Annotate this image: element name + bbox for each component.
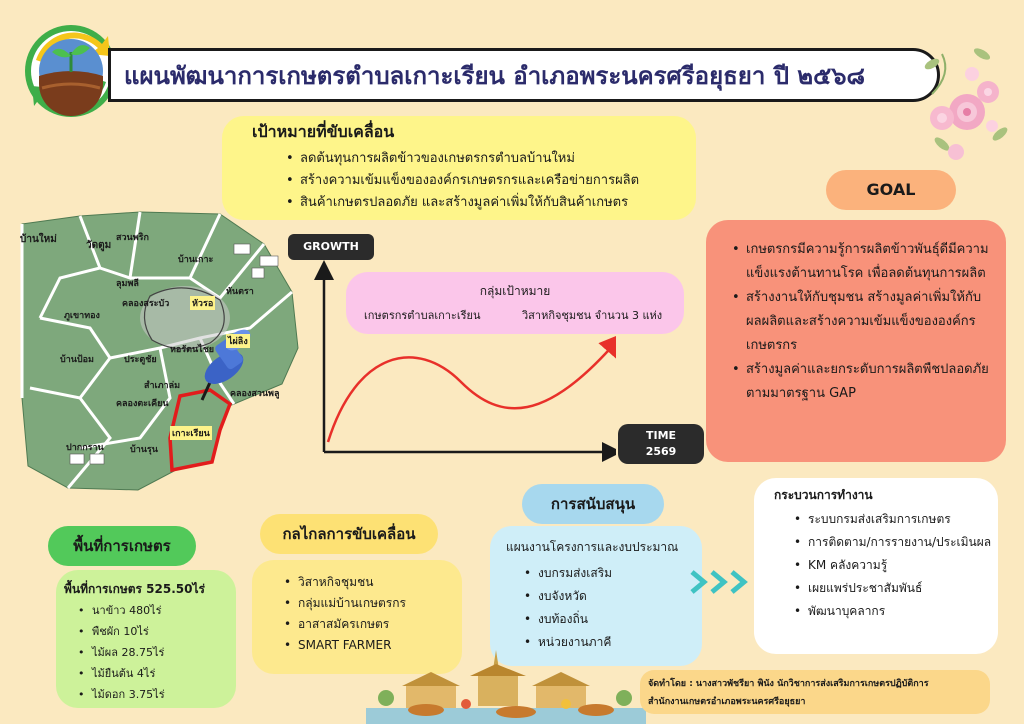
goal-item: สร้างงานให้กับชุมชน สร้างมูลค่าเพิ่มให้ก…	[730, 286, 994, 358]
map-label: ปากกราน	[66, 443, 104, 453]
support-item: งบจังหวัด	[522, 585, 612, 608]
map-label: บ้านเกาะ	[178, 255, 214, 265]
mechanism-card: วิสาหกิจชุมชน กลุ่มแม่บ้านเกษตรกร อาสาสม…	[252, 560, 462, 674]
chevron-arrows-icon	[690, 570, 748, 594]
mechanism-tag: กลไกลการขับเคลื่อน	[260, 514, 438, 554]
credit-line: สำนักงานเกษตรอำเภอพระนครศรีอยุธยา	[648, 697, 806, 707]
area-item: ไม้ผล 28.75ไร่	[76, 642, 165, 663]
process-item: KM คลังความรู้	[792, 554, 992, 577]
map-label: หัวรอ	[190, 296, 216, 310]
page-title: แผนพัฒนาการเกษตรตำบลเกาะเรียน อำเภอพระนค…	[124, 62, 866, 90]
map-label: บ้านใหม่	[20, 234, 57, 245]
process-card: กระบวนการทำงาน ระบบกรมส่งเสริมการเกษตร ก…	[754, 478, 998, 654]
process-item: การติดตาม/การรายงาน/ประเมินผล	[792, 531, 992, 554]
process-heading: กระบวนการทำงาน	[774, 488, 873, 502]
drivers-card: เป้าหมายที่ขับเคลื่อน ลดต้นทุนการผลิตข้า…	[222, 116, 696, 220]
map-label: หันตรา	[226, 287, 254, 297]
goal-item: สร้างมูลค่าและยกระดับการผลิตพืชปลอดภัยตา…	[730, 358, 994, 406]
goal-item: เกษตรกรมีความรู้การผลิตข้าวพันธุ์ดีมีควา…	[730, 238, 994, 286]
area-card: พื้นที่การเกษตร 525.50ไร่ นาข้าว 480ไร่ …	[56, 570, 236, 708]
process-item: เผยแพร่ประชาสัมพันธ์	[792, 577, 992, 600]
time-label: TIME	[645, 429, 677, 442]
support-card: แผนงานโครงการและงบประมาณ งบกรมส่งเสริม ง…	[490, 526, 702, 666]
driver-item: สินค้าเกษตรปลอดภัย และสร้างมูลค่าเพิ่มให…	[284, 192, 639, 214]
goal-tag: GOAL	[826, 170, 956, 210]
mechanism-item: SMART FARMER	[282, 635, 406, 656]
credit-box: จัดทำโดย : นางสาวพัชรียา พินัง นักวิชากา…	[640, 670, 990, 714]
growth-tag: GROWTH	[288, 234, 374, 260]
mechanism-item: วิสาหกิจชุมชน	[282, 572, 406, 593]
time-tag: TIME 2569	[618, 424, 704, 464]
growth-curve	[326, 332, 616, 443]
target-card: กลุ่มเป้าหมาย เกษตรกรตำบลเกาะเรียน วิสาห…	[346, 272, 684, 334]
process-item: ระบบกรมส่งเสริมการเกษตร	[792, 508, 992, 531]
map-label: สวนพริก	[116, 233, 149, 243]
logo-sprout-icon	[25, 25, 117, 117]
map-label: บ้านรุน	[130, 445, 158, 455]
target-item: วิสาหกิจชุมชน จำนวน 3 แห่ง	[522, 309, 663, 322]
thai-market-illustration	[366, 650, 646, 724]
map-label: วัดตูม	[86, 240, 112, 251]
target-title: กลุ่มเป้าหมาย	[479, 284, 551, 298]
area-tag: พื้นที่การเกษตร	[48, 526, 196, 566]
map-label: สำเภาล่ม	[144, 381, 181, 391]
driver-item: ลดต้นทุนการผลิตข้าวของเกษตรกรตำบลบ้านใหม…	[284, 148, 639, 170]
support-item: งบท้องถิ่น	[522, 608, 612, 631]
support-item: งบกรมส่งเสริม	[522, 562, 612, 585]
process-item: พัฒนาบุคลากร	[792, 600, 992, 623]
area-item: นาข้าว 480ไร่	[76, 600, 165, 621]
map-label: คลองตะเคียน	[116, 399, 169, 409]
map-label: คลองสวนพลู	[230, 389, 280, 399]
growth-chart	[314, 260, 616, 462]
area-heading: พื้นที่การเกษตร 525.50ไร่	[64, 582, 205, 596]
support-heading: แผนงานโครงการและงบประมาณ	[506, 540, 679, 554]
driver-item: สร้างความเข้มแข็งขององค์กรเกษตรกรและเครื…	[284, 170, 639, 192]
map-label: ประตูชัย	[124, 355, 157, 365]
time-year: 2569	[645, 445, 677, 458]
mechanism-item: อาสาสมัครเกษตร	[282, 614, 406, 635]
map-label-highlight: เกาะเรียน	[170, 426, 212, 440]
support-tag: การสนับสนุน	[522, 484, 664, 524]
map-label: ไผ่ลิง	[226, 334, 250, 348]
target-item: เกษตรกรตำบลเกาะเรียน	[364, 309, 481, 322]
flower-bouquet-icon	[924, 48, 1008, 160]
drivers-heading: เป้าหมายที่ขับเคลื่อน	[252, 122, 395, 141]
map-label: ลุมพลี	[116, 279, 139, 289]
map-label: บ้านป้อม	[60, 355, 94, 365]
mechanism-item: กลุ่มแม่บ้านเกษตรกร	[282, 593, 406, 614]
credit-line: จัดทำโดย : นางสาวพัชรียา พินัง นักวิชากา…	[648, 679, 929, 689]
title-bar	[108, 48, 940, 102]
district-map: บ้านใหม่ วัดตูม สวนพริก บ้านเกาะ ลุมพลี …	[20, 208, 306, 494]
map-label: หอรัตนไชย	[170, 345, 215, 355]
map-label: คลองสระบัว	[122, 299, 170, 309]
support-item: หน่วยงานภาคี	[522, 631, 612, 654]
map-label: ภูเขาทอง	[64, 311, 100, 321]
area-item: ไม้ยืนต้น 4ไร่	[76, 663, 165, 684]
goal-card: เกษตรกรมีความรู้การผลิตข้าวพันธุ์ดีมีควา…	[706, 220, 1006, 462]
area-item: ไม้ดอก 3.75ไร่	[76, 684, 165, 705]
area-item: พืชผัก 10ไร่	[76, 621, 165, 642]
